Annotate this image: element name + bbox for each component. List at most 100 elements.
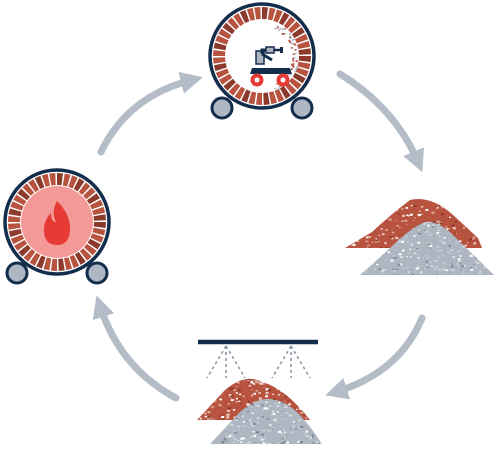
brick: [213, 42, 227, 51]
brick: [248, 91, 257, 105]
brick: [292, 72, 306, 84]
cycle-arrow-icon: [325, 314, 426, 400]
brick: [90, 199, 104, 210]
brick: [41, 173, 50, 187]
brick: [254, 7, 261, 20]
brick: [29, 252, 41, 266]
brick: [13, 194, 27, 206]
brick: [218, 28, 232, 40]
brick: [273, 9, 283, 23]
brick: [213, 63, 227, 72]
brick: [269, 91, 278, 105]
brick: [256, 92, 262, 105]
brick: [233, 13, 245, 27]
cycle-arrow-icon: [336, 70, 424, 173]
brick: [51, 258, 57, 271]
brick: [8, 216, 21, 222]
brick: [69, 255, 80, 269]
brick-lining: [8, 173, 106, 271]
brick: [215, 35, 229, 45]
water-spray-icon: [197, 339, 322, 444]
brick: [297, 61, 311, 70]
brick: [295, 67, 309, 77]
brick: [288, 21, 301, 34]
brick: [86, 193, 100, 205]
brick: [10, 234, 24, 245]
brick: [8, 208, 22, 217]
brick: [58, 258, 65, 271]
spray-jets: [206, 345, 311, 379]
brick: [228, 83, 241, 96]
brick: [283, 16, 296, 29]
brick: [17, 188, 30, 201]
brick: [274, 89, 285, 103]
brick: [78, 182, 91, 195]
robot-icon: [250, 46, 292, 87]
cycle-arrows: [92, 70, 426, 402]
brick: [263, 92, 270, 105]
fire-kiln-icon: [3, 168, 111, 285]
brick: [8, 229, 22, 238]
brick: [239, 9, 250, 23]
brick: [246, 7, 255, 21]
brick: [279, 85, 291, 99]
brick: [92, 227, 106, 236]
cycle-arrow-icon: [92, 295, 180, 402]
brick: [297, 40, 311, 49]
brick: [227, 17, 240, 30]
brick: [74, 251, 86, 265]
brick: [298, 48, 311, 55]
brick: [93, 222, 106, 228]
kiln-wheel-left: [5, 261, 29, 285]
brick: [18, 244, 31, 257]
brick: [73, 178, 85, 192]
brick: [68, 175, 78, 189]
brick: [262, 7, 268, 20]
brick: [222, 22, 235, 35]
kiln-wheel-left: [210, 96, 234, 120]
brick: [64, 257, 73, 271]
brick-lining: [213, 7, 311, 105]
brick: [219, 73, 233, 85]
brick: [84, 243, 97, 256]
brick: [90, 233, 104, 243]
brick: [291, 27, 305, 39]
brick: [215, 68, 229, 79]
brick: [79, 248, 92, 261]
cycle-arrow-icon: [97, 71, 203, 156]
rubble-piles-icon: [345, 198, 494, 275]
flame-icon: [44, 201, 70, 245]
brick: [10, 201, 24, 211]
brick: [43, 257, 52, 271]
brick: [87, 238, 101, 250]
brick: [62, 173, 71, 187]
brick: [284, 82, 297, 95]
brick: [234, 86, 246, 100]
brick: [289, 77, 302, 90]
brick: [22, 183, 35, 196]
brick: [213, 57, 226, 64]
brick: [23, 249, 36, 262]
brick: [36, 255, 46, 269]
brick: [223, 78, 236, 91]
brick: [298, 56, 311, 62]
brick: [93, 214, 106, 221]
brick: [92, 206, 106, 215]
brick: [83, 187, 96, 200]
brick: [267, 7, 276, 21]
brick: [295, 33, 309, 44]
brick: [213, 50, 226, 56]
brick: [34, 175, 45, 189]
brick: [28, 179, 40, 193]
brick: [8, 223, 21, 230]
brick: [49, 173, 56, 186]
brick: [57, 173, 63, 186]
kiln-wheel-right: [85, 261, 109, 285]
brick: [241, 89, 251, 103]
brick: [14, 239, 28, 251]
kiln-wheel-right: [290, 96, 314, 120]
brick: [278, 12, 290, 26]
robot-kiln-icon: [208, 2, 316, 120]
